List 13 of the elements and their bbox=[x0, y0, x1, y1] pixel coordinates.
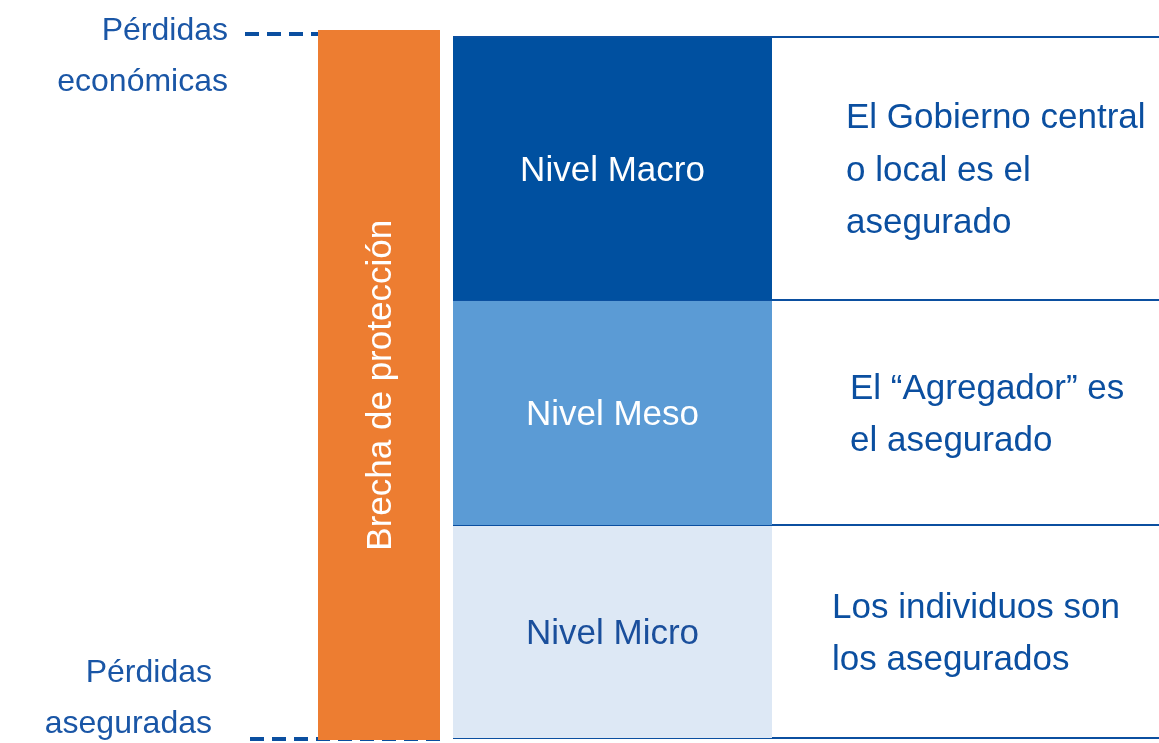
description-text: El Gobierno central o local es el asegurado bbox=[846, 95, 1147, 243]
level-label: Nivel Meso bbox=[525, 391, 700, 434]
description-text: El “Agregador” es el asegurado bbox=[850, 365, 1126, 460]
level-label: Nivel Micro bbox=[525, 610, 700, 653]
axis-label: Pérdidas económicas bbox=[56, 10, 228, 101]
level-box bbox=[453, 526, 772, 738]
axis-label: Pérdidas aseguradas bbox=[43, 652, 212, 743]
level-box bbox=[453, 301, 772, 525]
level-label: Nivel Macro bbox=[520, 147, 705, 190]
bar-label: Brecha de protección bbox=[357, 219, 399, 551]
gap-bar bbox=[318, 30, 440, 740]
description-text: Los individuos son los asegurados bbox=[832, 584, 1121, 679]
level-box bbox=[453, 38, 772, 300]
